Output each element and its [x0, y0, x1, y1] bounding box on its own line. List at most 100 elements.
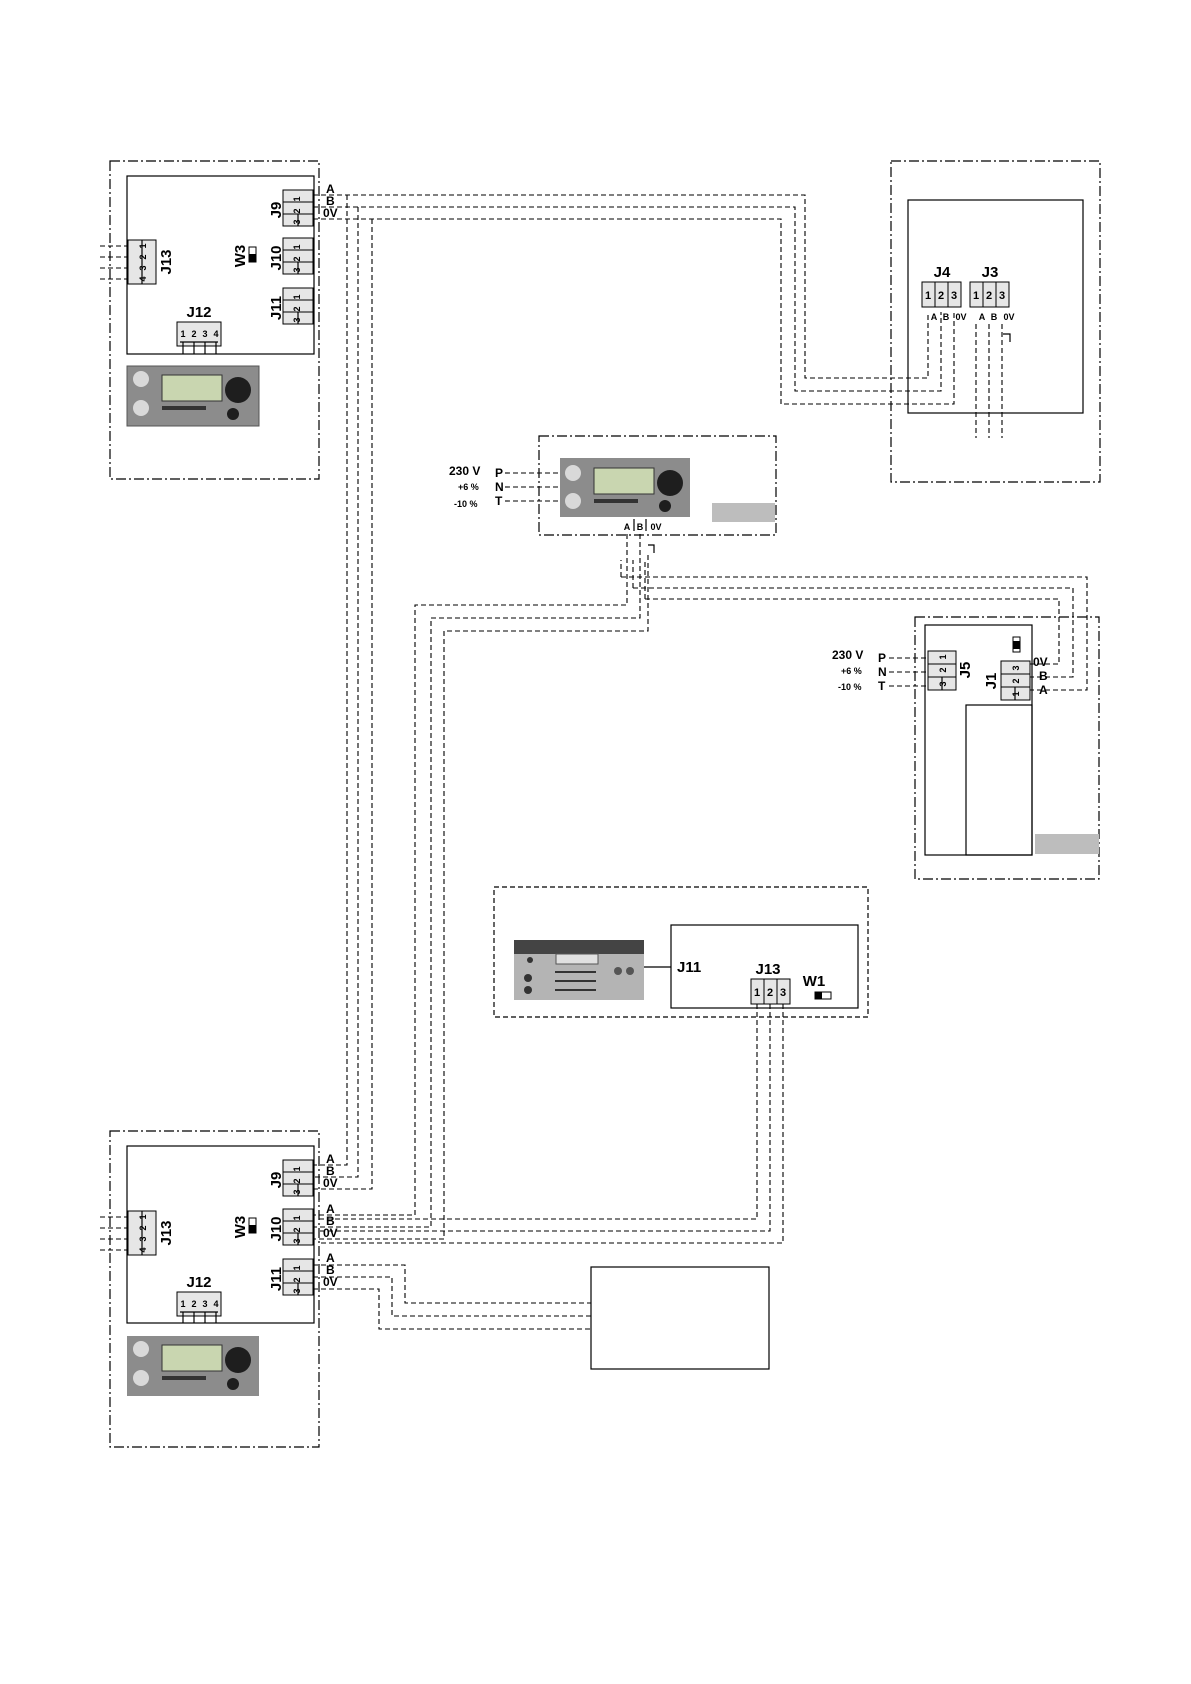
connector-j3-label: J3	[982, 264, 999, 281]
pin-label: 2	[986, 290, 992, 302]
connector-j13-label: J13	[755, 961, 780, 978]
external-device-box	[591, 1267, 769, 1369]
pin-label: 3	[202, 329, 207, 339]
connector-j1: 1 2 3 J1	[983, 661, 1030, 700]
signal-0v-label: 0V	[323, 1226, 338, 1240]
pin-label: 2	[938, 290, 944, 302]
tolerance-minus-label: -10 %	[454, 499, 478, 509]
unit-middle-control: 230 V +6 % -10 % P N T A B 0V	[449, 436, 776, 553]
connector-j11: J11 1 2 3	[268, 1259, 313, 1295]
switch-w1-label: W1	[803, 973, 826, 990]
signal-0v-label: 0V	[323, 1176, 338, 1190]
connector-j10-label: J10	[268, 1216, 285, 1241]
connector-j13-label: J13	[158, 1220, 175, 1245]
connector-j13-label: J13	[158, 249, 175, 274]
pin-label: 3	[292, 1238, 302, 1243]
pin-label: 2	[292, 306, 302, 311]
pin-label: 2	[1011, 678, 1021, 683]
pin-label: 1	[1011, 691, 1021, 696]
switch-w3-label: W3	[232, 1216, 249, 1239]
supply-voltage-label: 230 V	[832, 648, 863, 662]
signal-0v-label: 0V	[1003, 312, 1014, 322]
signal-b-label: B	[991, 312, 998, 322]
pin-label: 3	[938, 681, 948, 686]
connector-j10-label: J10	[268, 245, 285, 270]
tolerance-plus-label: +6 %	[841, 666, 862, 676]
pin-label: 2	[292, 1227, 302, 1232]
pin-label: 1	[938, 654, 948, 659]
unit-right: 230 V +6 % -10 % P N T 1 2 3 J5 1 2 3	[832, 617, 1099, 879]
terminal-p-label: P	[878, 651, 886, 665]
pin-label: 4	[138, 1247, 148, 1252]
pin-label: 1	[754, 987, 760, 999]
connector-j11-label: J11	[677, 959, 701, 976]
connector-j9-label: J9	[268, 202, 285, 219]
terminal-n-label: N	[495, 480, 504, 494]
pin-label: 3	[292, 219, 302, 224]
signal-0v-label: 0V	[323, 206, 338, 220]
pin-label: 3	[202, 1299, 207, 1309]
pin-label: 3	[138, 265, 148, 270]
unit-bottom-left: J9 1 2 3 J10 1 2 3 J11 1 2 3 A B 0V	[100, 1131, 338, 1447]
pin-label: 3	[951, 290, 957, 302]
terminal-t-label: T	[495, 494, 503, 508]
pin-label: 2	[191, 1299, 196, 1309]
pin-label: 2	[292, 256, 302, 261]
pin-label: 2	[292, 1277, 302, 1282]
connector-j9-label: J9	[268, 1172, 285, 1189]
signal-b-label: B	[637, 522, 644, 532]
control-panel-photo	[127, 366, 259, 426]
tolerance-plus-label: +6 %	[458, 482, 479, 492]
pin-label: 2	[138, 1225, 148, 1230]
connector-j12-label: J12	[186, 1274, 211, 1291]
pin-label: 3	[292, 267, 302, 272]
grey-label-plate	[1035, 834, 1099, 854]
connector-j13: 1 2 3	[751, 979, 790, 1004]
signal-a-label: A	[624, 522, 631, 532]
pin-label: 2	[767, 987, 773, 999]
pin-label: 1	[292, 294, 302, 299]
connector-j10: J10 1 2 3	[268, 238, 313, 274]
signal-0v-label: 0V	[955, 312, 966, 322]
tolerance-minus-label: -10 %	[838, 682, 862, 692]
signal-0v-label: 0V	[1033, 655, 1048, 669]
connector-j12: J12 1 2 3 4	[177, 1274, 221, 1323]
connector-j5-label: J5	[957, 662, 974, 679]
pin-label: 1	[292, 1265, 302, 1270]
connector-j12: J12 1 2 3 4	[177, 304, 221, 354]
unit-top-right: J4 J3 1 2 3 1 2 3 A B 0V A B 0V	[891, 161, 1100, 482]
pin-label: 3	[292, 1288, 302, 1293]
connector-j13: J13 1 2 3 4	[100, 1211, 175, 1255]
control-panel-photo	[560, 458, 690, 517]
switch-w3-label: W3	[232, 245, 249, 268]
connector-j11-label: J11	[268, 296, 285, 320]
pin-label: 3	[292, 317, 302, 322]
connector-j10: J10 1 2 3	[268, 1209, 313, 1245]
connector-j11: J11 1 2 3	[268, 288, 313, 324]
pin-label: 4	[138, 276, 148, 281]
terminal-t-label: T	[878, 679, 886, 693]
pin-label: 1	[292, 244, 302, 249]
pin-label: 3	[999, 290, 1005, 302]
pin-label: 2	[292, 208, 302, 213]
pin-label: 1	[292, 1215, 302, 1220]
connector-j13: J13 1 2 3 4	[100, 240, 175, 284]
connector-j11-label: J11	[268, 1267, 285, 1291]
terminal-n-label: N	[878, 665, 887, 679]
connector-j5: 1 2 3 J5	[928, 651, 974, 690]
pin-label: 1	[292, 1166, 302, 1171]
pin-label: 4	[213, 1299, 218, 1309]
control-panel-photo	[127, 1336, 259, 1396]
pin-label: 1	[138, 1214, 148, 1219]
connector-j12-label: J12	[186, 304, 211, 321]
pin-label: 1	[292, 196, 302, 201]
terminal-p-label: P	[495, 466, 503, 480]
signal-a-label: A	[931, 312, 938, 322]
pin-label: 3	[780, 987, 786, 999]
pin-label: 1	[973, 290, 979, 302]
connector-j9: J9 1 2 3	[268, 1160, 313, 1196]
signal-b-label: B	[1039, 669, 1048, 683]
grey-label-plate	[712, 503, 775, 522]
connector-j3: 1 2 3	[970, 282, 1009, 307]
